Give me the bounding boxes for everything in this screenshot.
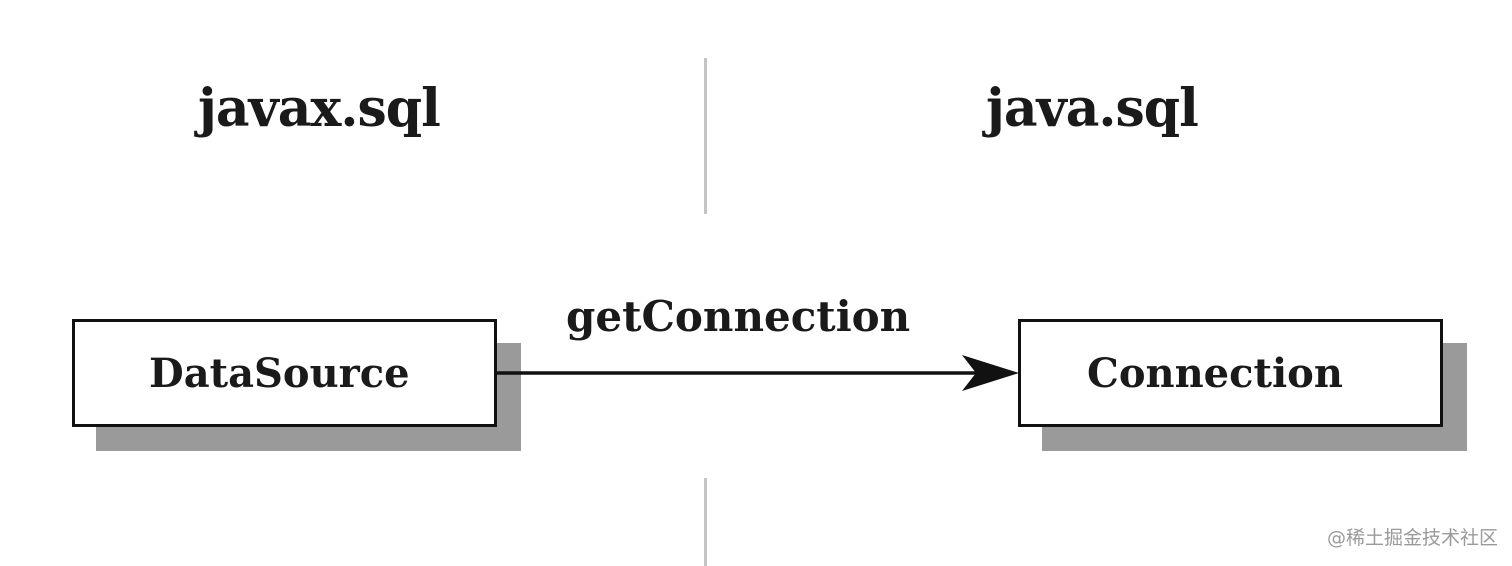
connection-box: Connection — [1018, 319, 1443, 427]
package-divider-bottom — [704, 478, 707, 566]
datasource-box: DataSource — [72, 319, 497, 427]
package-title-javax-sql: javax.sql — [198, 78, 441, 139]
package-divider-top — [704, 58, 707, 214]
package-title-java-sql: java.sql — [986, 78, 1199, 139]
watermark-text: @稀土掘金技术社区 — [1326, 527, 1498, 549]
get-connection-label: getConnection — [566, 292, 911, 341]
datasource-label: DataSource — [149, 349, 410, 397]
arrow-head — [962, 355, 1019, 391]
connection-label: Connection — [1087, 349, 1343, 397]
